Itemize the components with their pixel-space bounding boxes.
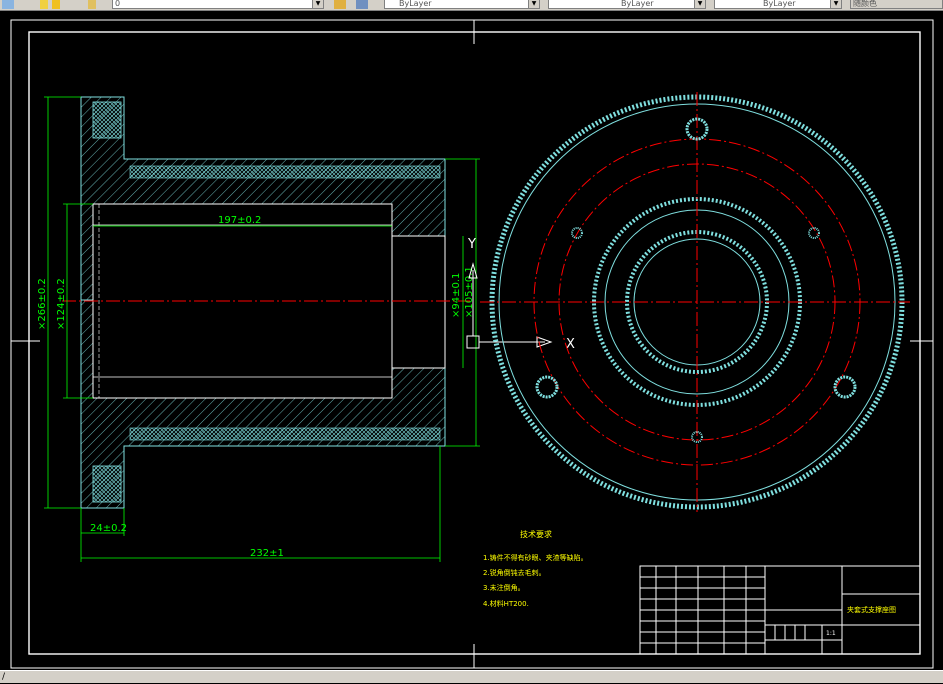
dim-small-bore-1: ×94±0.1 — [451, 273, 462, 318]
bolt-hole-small — [808, 227, 820, 239]
notes-item-4: 4.材料HT200. — [483, 599, 529, 608]
sleeve-cross-bottom — [129, 427, 441, 441]
sheet-border-outer — [10, 19, 934, 669]
notes-item-3: 3.未注倒角。 — [483, 583, 525, 592]
dim-flange-thick: 24±0.2 — [90, 523, 127, 534]
notes-title: 技术要求 — [520, 529, 552, 539]
dim-outer-dia: ×266±0.2 — [37, 278, 48, 330]
chevron-down-icon[interactable]: ▼ — [830, 0, 841, 8]
chevron-down-icon[interactable]: ▼ — [312, 0, 323, 8]
notes-item-2: 2.锐角倒钝去毛刺。 — [483, 568, 546, 577]
flange-cross-top — [92, 101, 122, 139]
make-current-icon[interactable] — [334, 0, 346, 9]
scale-cell: 1:1 — [826, 630, 836, 637]
bolt-hole-small — [691, 431, 703, 443]
command-line-text: / — [2, 672, 6, 682]
lineweight-combo[interactable]: ByLayer ▼ — [714, 0, 842, 9]
plotstyle-combo[interactable]: 随颜色 — [850, 0, 943, 9]
sleeve-cross-top — [129, 165, 441, 179]
command-line[interactable]: / — [0, 670, 943, 683]
sun-icon[interactable] — [52, 0, 60, 9]
drawing-canvas[interactable]: 197±0.2 ×266±0.2 ×124±0.2 ×94±0.1 ×105±0… — [0, 10, 943, 670]
dim-total-length: 232±1 — [250, 548, 284, 559]
color-combo-text: ByLayer — [399, 0, 432, 8]
dim-bore-length: 197±0.2 — [218, 215, 261, 226]
bolt-hole-small — [571, 227, 583, 239]
chevron-down-icon[interactable]: ▼ — [528, 0, 539, 8]
bolt-hole-large — [535, 375, 559, 399]
plotstyle-combo-text: 随颜色 — [853, 0, 877, 8]
ucs-y-label: Y — [467, 237, 476, 252]
linetype-combo[interactable]: ByLayer ▼ — [548, 0, 706, 9]
chevron-down-icon[interactable]: ▼ — [694, 0, 705, 8]
technical-notes: 技术要求 1.铸件不得有砂眼、夹渣等缺陷。 2.锐角倒钝去毛刺。 3.未注倒角。… — [483, 529, 588, 608]
dim-small-bore-2: ×105±0.1 — [464, 266, 475, 318]
layer-previous-icon[interactable] — [356, 0, 368, 9]
ucs-icon — [466, 262, 553, 349]
bolt-hole-large — [833, 375, 857, 399]
layer-states-icon[interactable] — [2, 0, 14, 9]
dimensions — [44, 96, 480, 562]
layer-combo[interactable]: 0 ▼ — [112, 0, 324, 9]
title-block — [639, 565, 921, 655]
flange-cross-bottom — [92, 465, 122, 503]
end-view[interactable] — [480, 92, 910, 512]
layer-combo-text: 0 — [115, 0, 121, 8]
lock-icon[interactable] — [88, 0, 96, 9]
section-small-bore — [391, 235, 446, 369]
color-combo[interactable]: ByLayer ▼ — [384, 0, 540, 9]
dim-bore-dia: ×124±0.2 — [56, 278, 67, 330]
linetype-combo-text: ByLayer — [621, 0, 654, 8]
lightbulb-icon[interactable] — [40, 0, 48, 9]
lineweight-combo-text: ByLayer — [763, 0, 796, 8]
ucs-x-label: X — [566, 337, 575, 352]
properties-toolbar: 0 ▼ ByLayer ▼ ByLayer ▼ ByLayer ▼ 随颜色 — [0, 0, 943, 11]
part-name: 夹套式支撑座图 — [847, 605, 896, 614]
section-view[interactable] — [62, 96, 470, 509]
bolt-hole-large — [685, 117, 709, 141]
notes-item-1: 1.铸件不得有砂眼、夹渣等缺陷。 — [483, 553, 588, 562]
